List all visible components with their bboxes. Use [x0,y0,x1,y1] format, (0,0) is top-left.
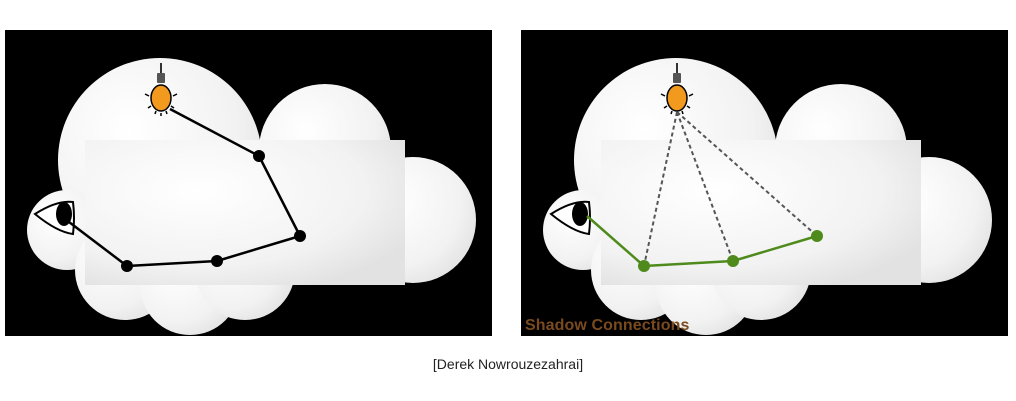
path-vertex [811,230,823,242]
camera-path-vertices [638,230,823,272]
shadow-connection-lines [643,111,818,267]
cloud-shape [543,58,992,335]
shadow-connection [643,111,678,267]
panel-light-path [5,30,492,336]
panel-shadow-connections: Shadow Connections [521,30,1008,336]
path-vertex [294,230,306,242]
path-vertex [211,255,223,267]
shadow-connection [676,111,734,262]
light-path-diagram [27,58,476,335]
eye-icon [33,200,75,236]
path-vertex [638,260,650,272]
light-path [68,107,302,268]
path-vertex [253,150,265,162]
shadow-connection [676,111,818,237]
path-vertices [121,150,306,272]
path-vertex [727,255,739,267]
eye-icon [549,200,591,236]
light-bulb-icon [144,63,178,116]
light-bulb-icon [660,63,694,116]
panel-label: Shadow Connections [525,317,690,334]
image-credit: [Derek Nowrouzezahrai] [432,356,584,372]
shadow-connections-diagram [543,58,992,335]
camera-path [586,215,818,268]
cloud-shape [27,58,476,335]
path-vertex [121,260,133,272]
